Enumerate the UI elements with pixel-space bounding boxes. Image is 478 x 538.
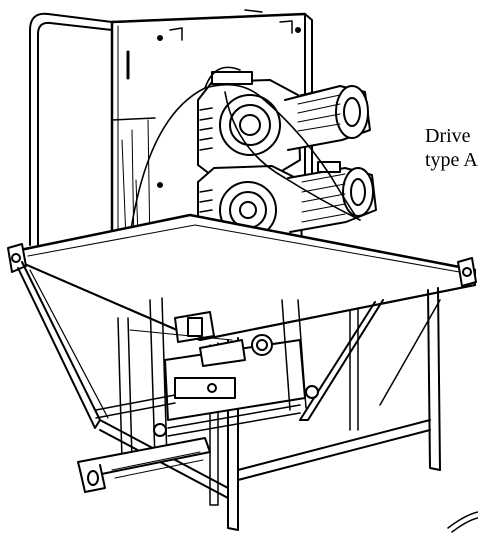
table-top <box>7 213 477 343</box>
cables <box>125 66 361 271</box>
upper-gearmotor <box>197 71 371 179</box>
lower-mechanism <box>95 297 319 461</box>
cut-off-part <box>447 511 478 533</box>
caption-line-2: type A <box>425 149 478 171</box>
caption-line-1: Drive <box>425 125 471 147</box>
base-foot <box>77 437 211 493</box>
table-legs <box>17 261 441 531</box>
